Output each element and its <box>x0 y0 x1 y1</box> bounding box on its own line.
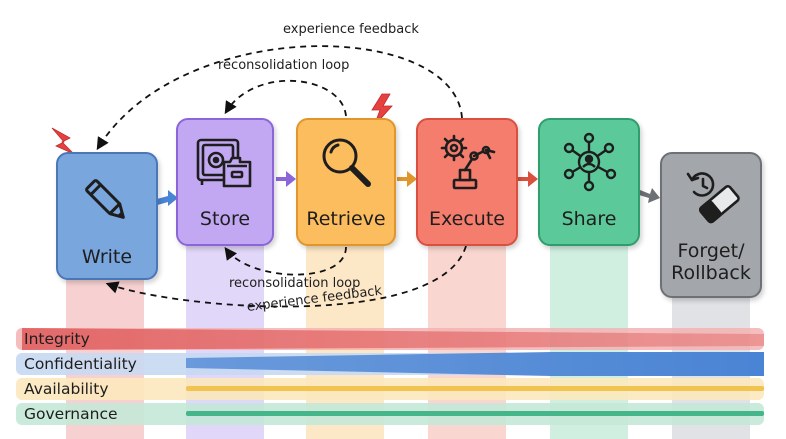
stage-label-store: Store <box>199 208 251 230</box>
reconsolidation-loop-label-top: reconsolidation loop <box>218 58 350 73</box>
stage-forget-rollback[interactable]: Forget/ Rollback <box>660 152 762 298</box>
network-user-icon <box>540 130 638 194</box>
stage-label-forget-rollback: Forget/ Rollback <box>671 240 751 284</box>
band-label-governance: Governance <box>24 405 118 423</box>
eraser-history-icon <box>662 166 760 224</box>
reconsolidation-loop-top-arrow <box>224 80 347 117</box>
experience-feedback-label-top: experience feedback <box>283 22 419 37</box>
pencil-icon <box>58 174 156 228</box>
band-label-availability: Availability <box>24 380 109 398</box>
arrow-write-store <box>153 190 178 206</box>
band-availability-line <box>186 386 764 391</box>
stage-label-share: Share <box>561 208 617 230</box>
reconsolidation-loop-bottom-arrow <box>224 246 347 276</box>
stage-label-retrieve: Retrieve <box>306 208 386 230</box>
band-confidentiality-wedge <box>186 352 764 376</box>
lightning-warning-icon <box>51 127 75 155</box>
arrow-retrieve-execute <box>397 171 417 187</box>
stage-retrieve[interactable]: Retrieve <box>296 118 396 246</box>
band-governance-line <box>186 411 764 416</box>
arrow-execute-share <box>518 171 538 187</box>
magnifier-icon <box>298 132 394 192</box>
band-label-integrity: Integrity <box>24 330 90 348</box>
stage-write[interactable]: Write <box>56 152 158 280</box>
safe-with-folder-icon <box>178 136 272 192</box>
reconsolidation-loop-label-bottom: reconsolidation loop <box>229 276 361 291</box>
band-integrity-wedge <box>22 328 764 350</box>
band-label-confidentiality: Confidentiality <box>24 355 137 373</box>
stage-label-write: Write <box>81 246 133 268</box>
stage-store[interactable]: Store <box>176 118 274 246</box>
experience-feedback-bottom-arrow <box>105 245 467 308</box>
arrow-store-retrieve <box>276 171 296 187</box>
robot-arm-with-gear-icon <box>418 132 516 192</box>
stage-share[interactable]: Share <box>538 118 640 246</box>
stage-execute[interactable]: Execute <box>416 118 518 246</box>
stage-label-execute: Execute <box>429 208 505 230</box>
arrow-share-forget <box>639 188 660 203</box>
